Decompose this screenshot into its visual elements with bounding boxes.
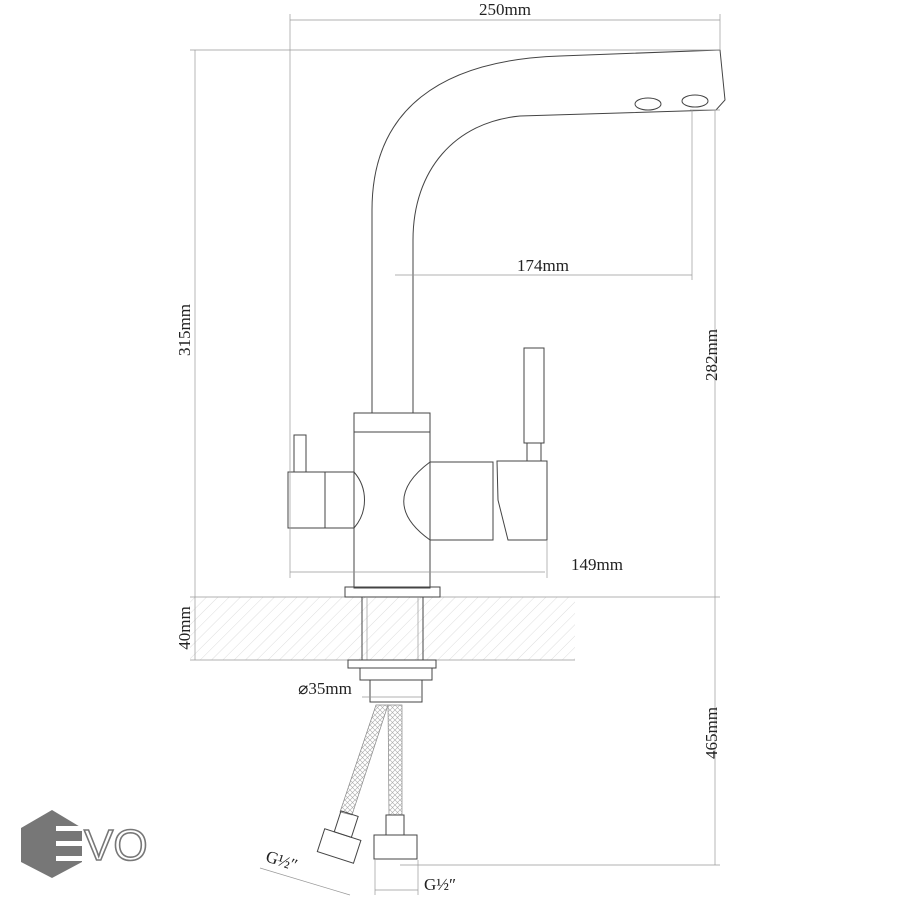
dim-spout-reach: 174mm [517, 256, 569, 275]
spout [371, 49, 726, 413]
dim-shank-diameter: ⌀35mm [298, 679, 352, 698]
aerator-left [634, 97, 662, 111]
svg-text:VO: VO [84, 821, 148, 870]
dimension-lines [190, 14, 721, 896]
dim-overall-reach: 250mm [479, 0, 531, 19]
aerator-right [681, 94, 709, 108]
hose-nut-right-collar [385, 814, 405, 836]
dim-total-height: 315mm [175, 304, 194, 356]
dim-spout-height: 282mm [702, 329, 721, 381]
brand-logo: VO [21, 810, 148, 878]
dim-hose-thread-right: G½″ [424, 875, 456, 894]
dim-counter-thickness: 40mm [175, 606, 194, 649]
mounting-shank [347, 596, 437, 703]
countertop [190, 596, 720, 661]
hose-nut-right [373, 834, 418, 860]
right-lever [523, 347, 545, 444]
hose-nut-left [316, 810, 362, 864]
dim-hose-length: 465mm [702, 707, 721, 759]
hoses [316, 704, 418, 864]
dim-handle-span: 149mm [571, 555, 623, 574]
faucet-body [287, 347, 548, 598]
left-lever [293, 434, 307, 473]
